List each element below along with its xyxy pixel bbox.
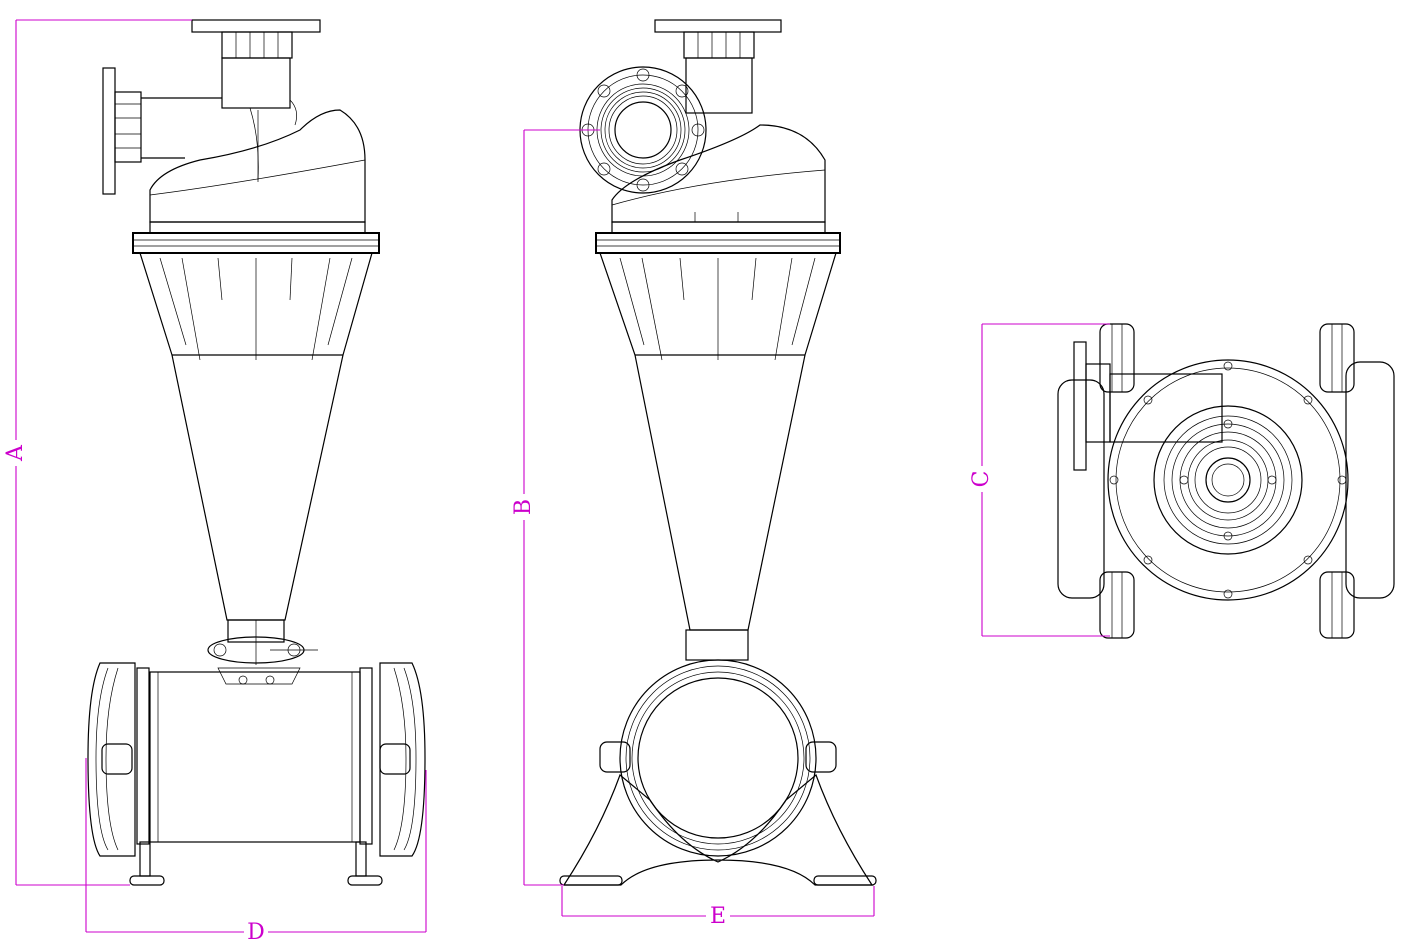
top-view <box>1057 323 1395 639</box>
dimension-label-c: C <box>969 471 994 488</box>
dimension-label-b: B <box>511 499 536 515</box>
dimension-label-a: A <box>3 444 28 462</box>
dimension-label-d: D <box>247 920 265 945</box>
front-view <box>559 19 877 886</box>
dimension-lines: A B C D E <box>3 19 1110 945</box>
dimension-label-e: E <box>710 904 726 929</box>
side-view <box>87 19 426 886</box>
